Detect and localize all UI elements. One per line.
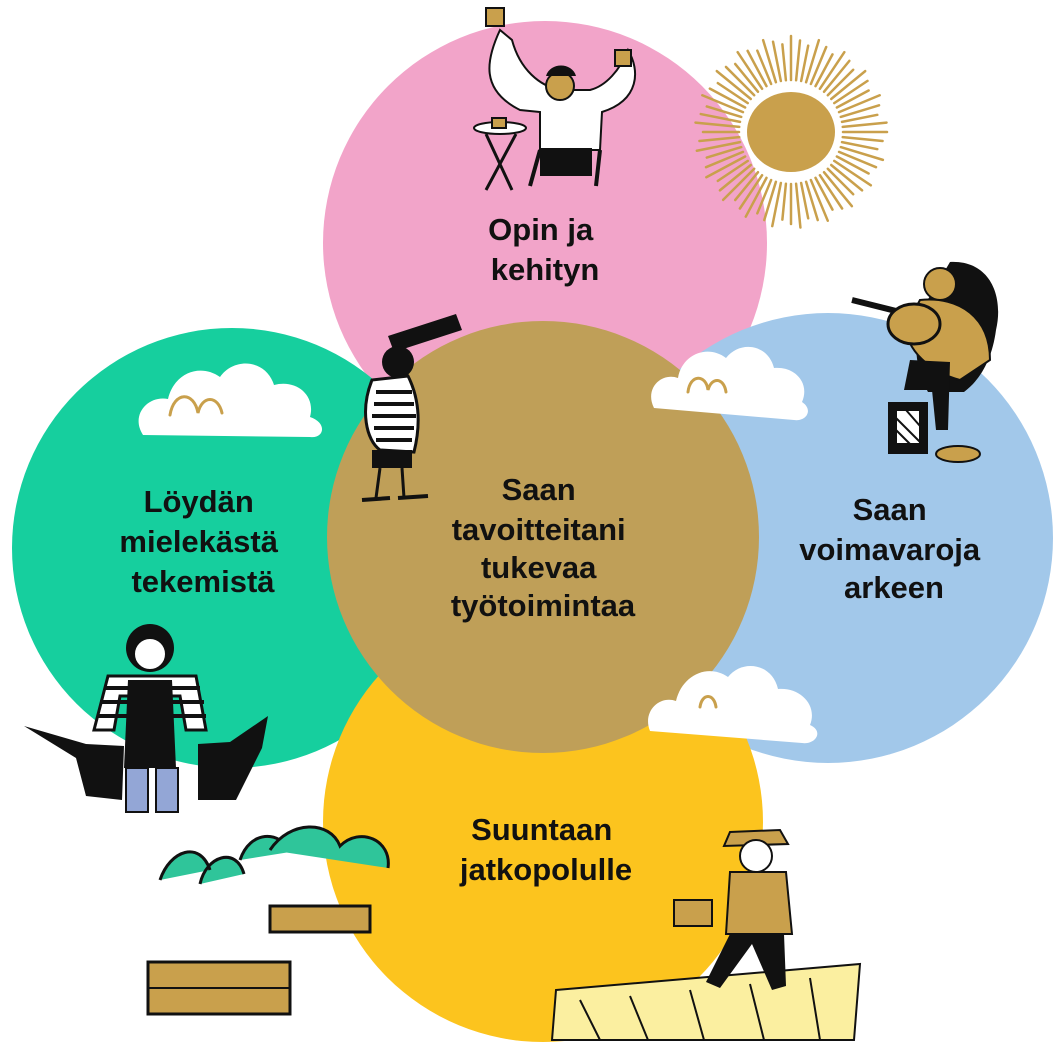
sun-ray: [814, 53, 834, 88]
label-center-line: tukevaa: [481, 550, 597, 585]
sun-ray: [771, 40, 783, 83]
label-center-line: tavoitteitani: [452, 512, 626, 547]
circle-center: [327, 321, 759, 753]
sun-ray: [724, 65, 756, 97]
sun-ray: [781, 43, 788, 82]
sun-ray: [840, 113, 879, 124]
label-left-line: tekemistä: [131, 564, 275, 599]
sun-ray: [799, 44, 810, 83]
guitar-player-illustration: [851, 261, 999, 463]
sun-ray: [716, 81, 750, 105]
sun-ray: [840, 140, 879, 151]
sun-ray: [794, 39, 802, 82]
label-right-line: Saan: [853, 492, 927, 527]
sun-ray: [839, 104, 881, 119]
sun-ray: [809, 45, 828, 86]
sun-ray: [721, 167, 756, 202]
walker-illustration: [550, 828, 862, 1041]
sun-ray: [705, 105, 743, 119]
sun-ray: [822, 170, 854, 208]
sun-ray: [761, 38, 778, 84]
label-right: Saan voimavaroja arkeen: [799, 492, 989, 605]
cloud-illustration-upper-right: [651, 346, 808, 421]
sun-ray: [695, 140, 742, 152]
label-top: Opin ja kehityn: [488, 212, 602, 287]
label-center: Saan tavoitteitani tukevaa työtoimintaa: [451, 472, 636, 623]
sun-ray: [804, 180, 819, 222]
sun-ray: [794, 182, 802, 229]
sun-ray: [699, 112, 742, 124]
sun-ray: [799, 181, 810, 220]
label-right-line: arkeen: [844, 570, 944, 605]
sun-ray: [756, 49, 773, 86]
sun-ray: [818, 173, 844, 210]
person-with-telescope-illustration: [361, 314, 462, 502]
sun-ray: [704, 150, 745, 169]
sun-ray: [835, 155, 870, 175]
circle-left: [12, 328, 452, 768]
sun-ray: [715, 69, 753, 101]
sun-ray: [718, 163, 753, 192]
sun-core: [747, 92, 835, 172]
sun-ray: [837, 94, 881, 114]
sun-ray: [826, 167, 855, 196]
sun-ray: [804, 38, 821, 84]
gardener-illustration: [24, 624, 268, 813]
label-right-line: voimavaroja: [799, 532, 981, 567]
cloud-illustration-lower-right: [648, 665, 818, 744]
sun-ray: [809, 178, 829, 222]
sun-ray: [818, 50, 846, 91]
label-top-line: Opin ja: [488, 212, 594, 247]
planter-boxes-illustration: [146, 825, 390, 1016]
label-left-line: mielekästä: [119, 524, 278, 559]
label-left-line: Löydän: [144, 484, 254, 519]
sun-ray: [829, 69, 867, 101]
sun-ray: [694, 121, 741, 129]
sun-ray: [839, 145, 885, 162]
label-top-line: kehityn: [491, 252, 600, 287]
label-left: Löydän mielekästä tekemistä: [119, 484, 286, 599]
sun-ray: [716, 159, 750, 183]
sun-ray: [733, 62, 760, 94]
sun-ray: [835, 89, 870, 109]
sun-ray: [841, 135, 884, 143]
sun-ray: [829, 163, 864, 192]
sun-ray: [837, 150, 878, 169]
sun-illustration: [694, 34, 889, 229]
sun-ray: [738, 173, 764, 210]
label-bottom-line: Suuntaan: [471, 812, 612, 847]
label-center-line: Saan: [502, 472, 576, 507]
sun-ray: [832, 79, 869, 105]
sun-ray: [733, 170, 760, 202]
label-bottom-line: jatkopolulle: [459, 852, 632, 887]
sun-ray: [708, 87, 747, 109]
cloud-illustration-left: [138, 363, 323, 438]
sun-ray: [763, 180, 778, 222]
sun-ray: [822, 59, 851, 94]
label-center-line: työtoimintaa: [451, 588, 636, 623]
sun-ray: [826, 68, 855, 97]
sun-ray: [736, 50, 764, 91]
sun-ray: [701, 94, 745, 114]
sun-ray: [705, 145, 743, 159]
sun-ray: [698, 135, 741, 143]
sun-ray: [814, 176, 834, 211]
sun-ray: [832, 159, 873, 187]
person-with-cups-illustration: [473, 7, 636, 191]
sun-ray: [781, 182, 788, 221]
sun-ray: [841, 121, 888, 129]
sun-ray: [705, 155, 747, 179]
sun-ray: [746, 49, 768, 88]
sun-ray: [744, 176, 768, 218]
label-bottom: Suuntaan jatkopolulle: [459, 812, 632, 887]
sun-ray: [771, 181, 783, 228]
sun-ray: [756, 178, 773, 215]
